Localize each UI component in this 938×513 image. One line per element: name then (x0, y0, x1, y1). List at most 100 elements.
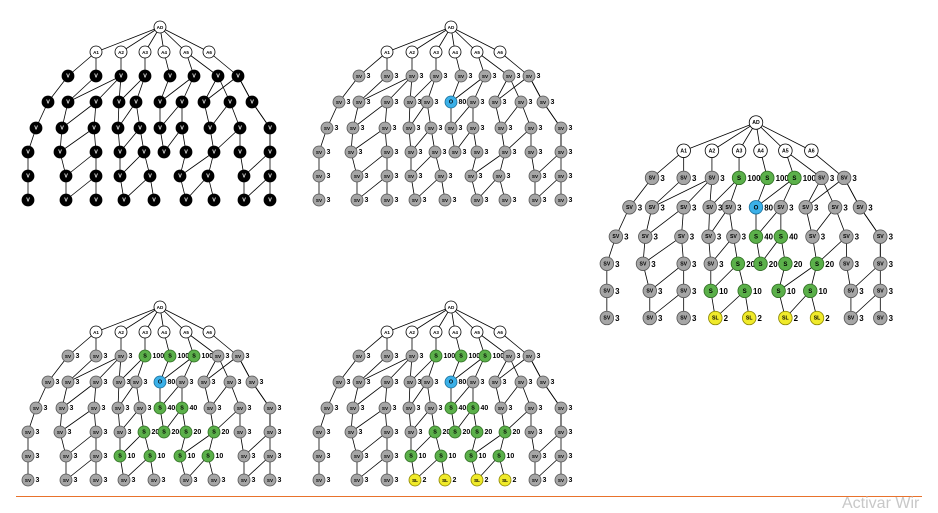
svg-text:SV: SV (384, 478, 391, 483)
svg-text:V: V (117, 100, 121, 106)
svg-text:SV: SV (406, 406, 413, 411)
svg-text:V: V (58, 150, 62, 156)
svg-text:10: 10 (753, 287, 762, 296)
svg-text:S: S (409, 454, 413, 460)
svg-text:A1: A1 (93, 50, 99, 55)
svg-text:SV: SV (356, 380, 363, 385)
svg-text:S: S (737, 175, 741, 182)
svg-text:SV: SV (241, 478, 248, 483)
svg-text:3: 3 (420, 353, 424, 360)
svg-text:SV: SV (408, 150, 415, 155)
svg-text:SV: SV (558, 174, 565, 179)
svg-text:10: 10 (819, 287, 828, 296)
svg-text:SV: SV (316, 454, 323, 459)
svg-text:SV: SV (384, 454, 391, 459)
svg-text:V: V (242, 198, 246, 204)
svg-text:SV: SV (412, 198, 419, 203)
svg-text:3: 3 (335, 405, 339, 412)
svg-text:40: 40 (190, 405, 198, 412)
svg-text:SV: SV (642, 234, 649, 240)
svg-text:SV: SV (235, 354, 242, 359)
svg-text:V: V (94, 74, 98, 80)
svg-text:SV: SV (384, 198, 391, 203)
svg-text:V: V (202, 100, 206, 106)
svg-text:SV: SV (832, 205, 839, 211)
svg-text:A6: A6 (497, 330, 503, 335)
v-node: V (133, 121, 147, 135)
svg-text:V: V (64, 174, 68, 180)
svg-text:S: S (709, 288, 713, 295)
svg-text:A6: A6 (206, 330, 212, 335)
v-node: V (179, 145, 193, 159)
svg-text:SL: SL (782, 316, 789, 322)
svg-text:S: S (777, 288, 781, 295)
svg-text:3: 3 (127, 379, 131, 386)
svg-text:3: 3 (278, 477, 282, 484)
svg-text:V: V (94, 174, 98, 180)
svg-text:SV: SV (25, 430, 32, 435)
svg-text:SV: SV (528, 126, 535, 131)
svg-text:V: V (66, 74, 70, 80)
svg-text:SV: SV (59, 406, 66, 411)
svg-text:SV: SV (470, 100, 477, 105)
svg-text:SV: SV (558, 150, 565, 155)
svg-text:A6: A6 (497, 50, 503, 55)
svg-text:10: 10 (419, 453, 427, 460)
svg-text:20: 20 (485, 429, 493, 436)
svg-text:SV: SV (215, 354, 222, 359)
svg-text:3: 3 (395, 149, 399, 156)
svg-text:V: V (238, 126, 242, 132)
svg-text:3: 3 (395, 197, 399, 204)
svg-text:SV: SV (532, 174, 539, 179)
svg-text:A4: A4 (161, 50, 167, 55)
level1-node: A4 (157, 325, 171, 339)
svg-text:3: 3 (327, 477, 331, 484)
svg-text:3: 3 (418, 99, 422, 106)
svg-text:80: 80 (459, 99, 467, 106)
svg-text:3: 3 (148, 405, 152, 412)
svg-text:3: 3 (102, 405, 106, 412)
svg-text:3: 3 (260, 379, 264, 386)
svg-text:SV: SV (680, 316, 687, 322)
svg-text:SV: SV (680, 288, 687, 294)
svg-text:SV: SV (506, 74, 513, 79)
svg-text:A4: A4 (452, 330, 458, 335)
svg-text:S: S (434, 354, 438, 360)
v-node: V (112, 95, 126, 109)
svg-text:3: 3 (517, 73, 521, 80)
svg-text:S: S (143, 354, 147, 360)
svg-text:V: V (26, 150, 30, 156)
svg-text:SV: SV (354, 454, 361, 459)
svg-text:V: V (268, 174, 272, 180)
svg-text:V: V (94, 150, 98, 156)
svg-text:A5: A5 (183, 50, 189, 55)
